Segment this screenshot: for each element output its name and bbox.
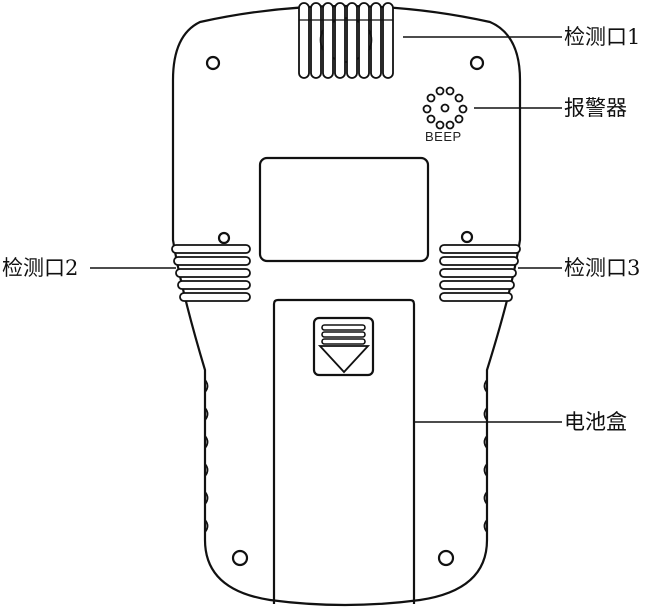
label-alarm: 报警器 — [564, 96, 627, 120]
grip-ridges-left — [204, 379, 209, 533]
detection-port-2-vents — [171, 244, 251, 302]
indicator-right — [460, 230, 474, 244]
beep-text: BEEP — [425, 129, 462, 144]
device-body — [171, 4, 522, 607]
label-detection-port-3: 检测口3 — [564, 256, 641, 280]
grip-ridges-right — [483, 379, 488, 533]
detection-port-3-vents — [439, 244, 521, 302]
screw-bottom-left — [231, 549, 249, 567]
detection-port-1-grill — [298, 2, 394, 79]
label-detection-port-2: 检测口2 — [2, 256, 79, 280]
buzzer-holes — [422, 86, 468, 130]
leader-lines — [90, 36, 562, 423]
screw-top-right — [469, 55, 485, 71]
label-battery-box: 电池盒 — [564, 410, 627, 434]
battery-latch — [312, 316, 375, 377]
label-detection-port-1: 检测口1 — [564, 25, 641, 49]
battery-cover — [272, 298, 416, 604]
screw-top-left — [205, 55, 221, 71]
screw-bottom-right — [437, 549, 455, 567]
indicator-left — [217, 231, 231, 245]
display-window — [258, 156, 430, 263]
